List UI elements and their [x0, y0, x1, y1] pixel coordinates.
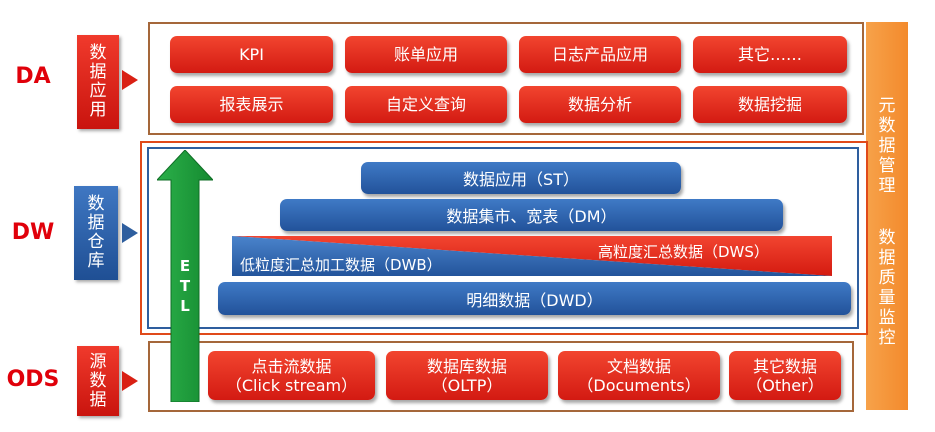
etl-letter-l: L: [180, 297, 190, 315]
da-button-billing[interactable]: 账单应用: [345, 36, 507, 73]
dw-side-tag-text: 数据仓库: [87, 194, 105, 271]
ods-source-name: 其它数据: [752, 356, 817, 376]
dw-inner-frame: [147, 147, 859, 329]
da-arrow-icon: [122, 70, 138, 90]
layer-label-dw: DW: [11, 220, 55, 245]
etl-arrow-icon: [157, 150, 213, 402]
dw-split-bar: [232, 236, 832, 276]
etl-label: E T L: [177, 256, 193, 316]
ods-source-name: 点击流数据: [251, 356, 332, 376]
da-button-kpi[interactable]: KPI: [170, 36, 333, 73]
da-button-mining[interactable]: 数据挖掘: [693, 86, 847, 123]
ods-side-tag-text: 源数据: [89, 351, 107, 410]
dw-layer-dm: 数据集市、宽表（DM）: [280, 199, 783, 231]
da-side-tag: 数据应用: [77, 35, 119, 129]
dw-layer-st: 数据应用（ST）: [361, 162, 681, 194]
etl-letter-e: E: [179, 257, 191, 275]
dw-side-tag: 数据仓库: [74, 186, 118, 280]
ods-source-name: 数据库数据: [426, 356, 507, 376]
layer-label-da: DA: [15, 64, 51, 89]
ods-source-name: 文档数据: [606, 356, 671, 376]
etl-letter-t: T: [179, 277, 191, 295]
meta-management-label: 元数据管理: [878, 96, 896, 196]
dw-layer-dws: 高粒度汇总数据（DWS）: [598, 243, 769, 261]
ods-arrow-icon: [122, 371, 138, 391]
ods-source-other[interactable]: 其它数据 （Other）: [729, 351, 841, 400]
ods-source-sub: （Click stream）: [225, 375, 358, 395]
quality-monitor-label: 数据质量监控: [878, 228, 896, 348]
dw-layer-dwb: 低粒度汇总加工数据（DWB）: [240, 256, 442, 274]
da-button-analysis[interactable]: 数据分析: [519, 86, 681, 123]
ods-source-clickstream[interactable]: 点击流数据 （Click stream）: [208, 351, 375, 400]
da-side-tag-text: 数据应用: [89, 43, 107, 120]
da-button-custom-query[interactable]: 自定义查询: [345, 86, 507, 123]
dw-arrow-icon: [122, 223, 138, 243]
ods-side-tag: 源数据: [77, 346, 119, 416]
da-button-log-product[interactable]: 日志产品应用: [519, 36, 681, 73]
da-button-report[interactable]: 报表展示: [170, 86, 333, 123]
ods-source-sub: （OLTP）: [431, 375, 503, 395]
ods-source-documents[interactable]: 文档数据 （Documents）: [558, 351, 720, 400]
ods-source-oltp[interactable]: 数据库数据 （OLTP）: [386, 351, 548, 400]
ods-source-sub: （Other）: [746, 375, 824, 395]
dwb-wedge: [232, 236, 832, 276]
layer-label-ods: ODS: [6, 367, 60, 392]
da-button-other[interactable]: 其它……: [693, 36, 847, 73]
dw-layer-dwd: 明细数据（DWD）: [218, 282, 851, 315]
meta-panel: 元数据管理 数据质量监控: [866, 22, 908, 410]
ods-source-sub: （Documents）: [577, 375, 701, 395]
